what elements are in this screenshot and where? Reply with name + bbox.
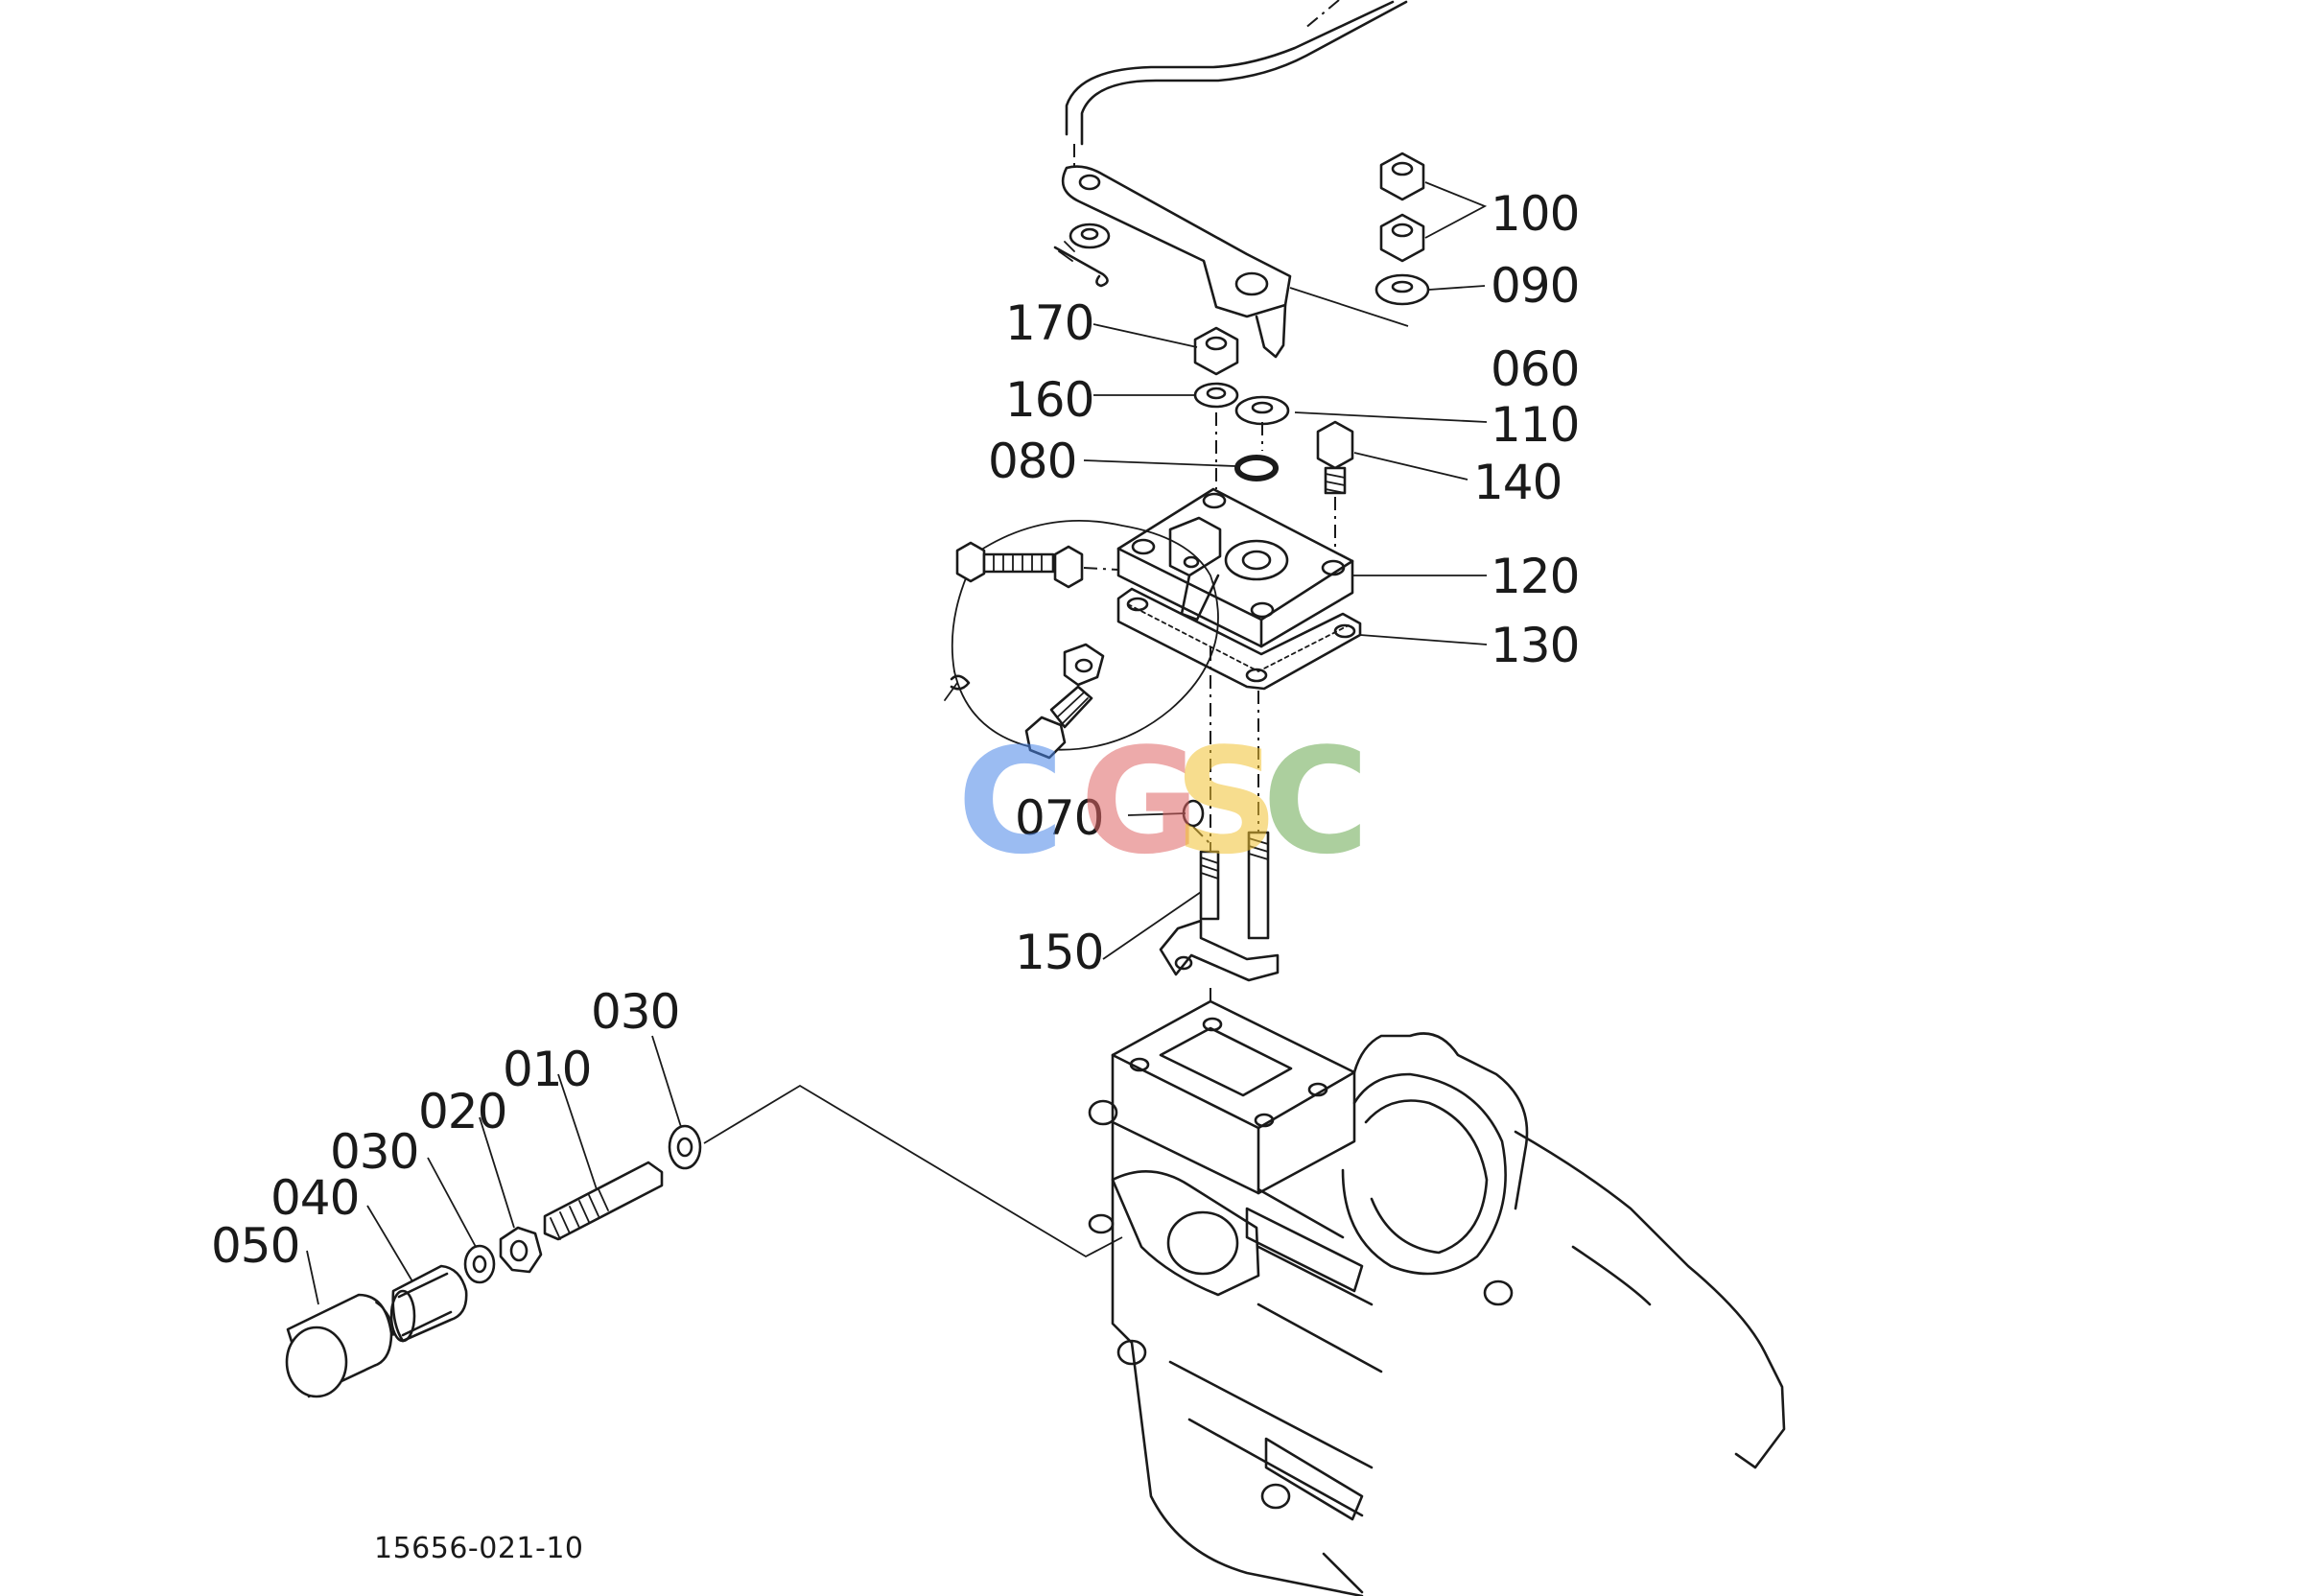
linkage-rod [1065, 0, 1408, 168]
nut-100-lower [1379, 213, 1425, 263]
callout-090: 090 [1491, 258, 1579, 314]
gasket-130 [1116, 587, 1488, 691]
pin-070 [1127, 799, 1211, 845]
watermark-letter-4: C [1262, 716, 1370, 886]
washer-030-lower [463, 1244, 496, 1284]
nut-170 [1193, 326, 1239, 376]
bolt-140 [1316, 420, 1468, 556]
callout-120: 120 [1491, 549, 1579, 604]
callout-060: 060 [1491, 341, 1579, 397]
washer-090 [1374, 273, 1430, 306]
callout-080: 080 [988, 434, 1076, 489]
o-ring-080 [1234, 455, 1279, 481]
watermark-logo: C G S C [957, 716, 1370, 886]
callout-100: 100 [1491, 186, 1579, 242]
cover-plate-120 [1116, 487, 1487, 648]
callout-070: 070 [1015, 790, 1103, 846]
callout-160: 160 [1005, 372, 1093, 428]
stud-bracket-150 [1102, 831, 1280, 982]
callout-030-upper: 030 [591, 984, 679, 1040]
callout-170: 170 [1005, 295, 1093, 351]
reference-code: 15656-021-10 [374, 1532, 584, 1565]
nut-100-upper [1379, 152, 1425, 201]
washer-110 [1234, 395, 1290, 426]
callout-140: 140 [1473, 455, 1562, 510]
watermark-letter-1: C [957, 716, 1065, 886]
callout-040: 040 [270, 1170, 359, 1226]
callout-150: 150 [1015, 925, 1103, 980]
callout-130: 130 [1491, 618, 1579, 673]
engine-housing [1088, 999, 1786, 1596]
watermark-letter-2: G [1080, 716, 1200, 886]
callout-030-lower: 030 [330, 1124, 418, 1180]
cap-050 [285, 1293, 394, 1398]
split-pin [1053, 223, 1111, 288]
washer-030-upper [668, 1124, 702, 1170]
side-bolt-assembly [944, 519, 1219, 760]
hex-nut-040 [389, 1264, 468, 1343]
washer-160 [1193, 382, 1239, 409]
nut-020 [499, 1226, 543, 1274]
callout-110: 110 [1491, 397, 1579, 453]
watermark-letter-3: S [1174, 716, 1279, 886]
callout-010: 010 [503, 1042, 591, 1097]
lever-arm [1061, 165, 1409, 359]
callout-050: 050 [211, 1218, 299, 1274]
callout-020: 020 [418, 1084, 506, 1139]
screw-010 [543, 1161, 664, 1241]
